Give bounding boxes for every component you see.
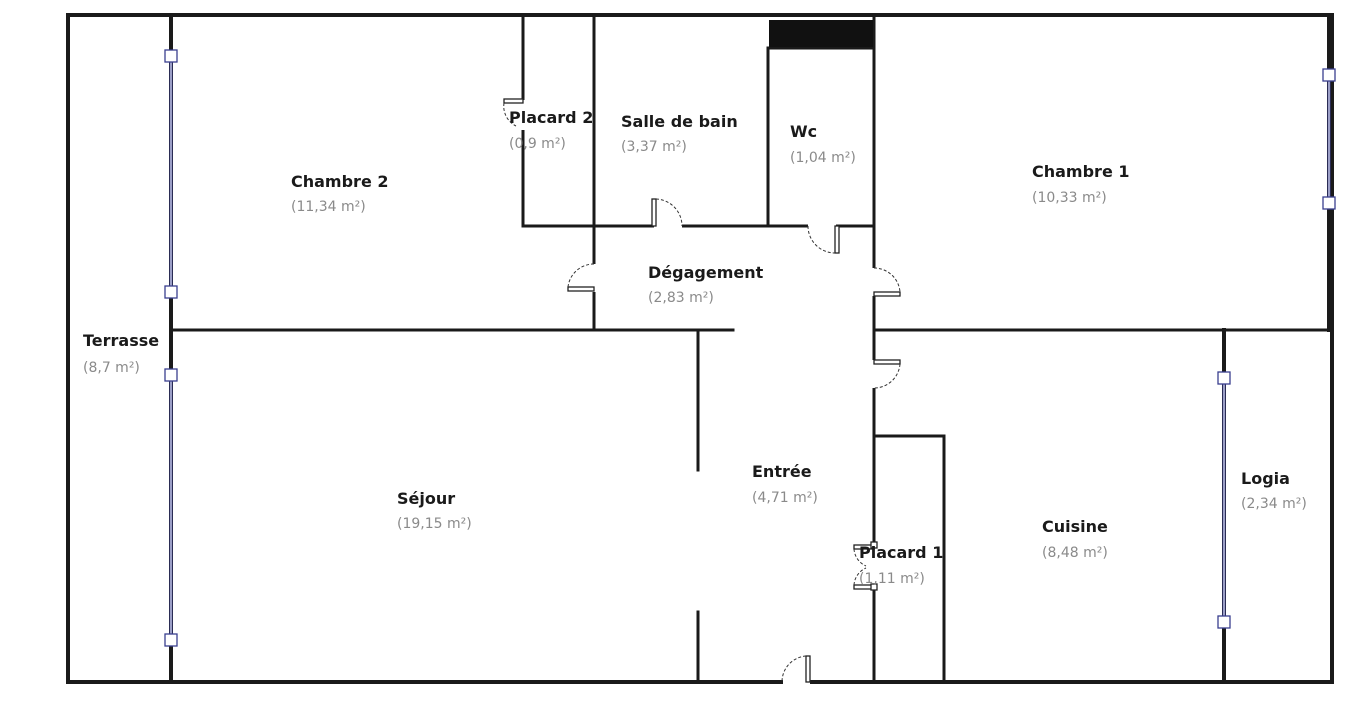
svg-text:(2,34 m²): (2,34 m²) — [1241, 496, 1307, 512]
svg-text:(8,48 m²): (8,48 m²) — [1042, 545, 1108, 561]
room-label-salle-de-bain: Salle de bain (3,37 m²) — [621, 112, 738, 155]
svg-text:(8,7 m²): (8,7 m²) — [83, 360, 140, 376]
svg-text:(11,34 m²): (11,34 m²) — [291, 199, 366, 215]
door-cuisine — [871, 359, 901, 389]
door-chambre-1 — [871, 267, 901, 297]
svg-text:(1,04 m²): (1,04 m²) — [790, 150, 856, 166]
svg-text:Chambre 2: Chambre 2 — [291, 172, 389, 191]
door-placard-2 — [503, 98, 526, 130]
room-label-wc: Wc (1,04 m²) — [790, 122, 856, 166]
room-label-chambre-2: Chambre 2 (11,34 m²) — [291, 172, 389, 215]
window-left-upper — [164, 49, 178, 299]
svg-text:Cuisine: Cuisine — [1042, 517, 1108, 536]
room-label-placard-2: Placard 2 (0,9 m²) — [509, 108, 593, 152]
door-placard-1 — [853, 541, 878, 591]
door-wc — [807, 223, 840, 254]
svg-text:(10,33 m²): (10,33 m²) — [1032, 190, 1107, 206]
svg-text:(3,37 m²): (3,37 m²) — [621, 139, 687, 155]
svg-text:(2,83 m²): (2,83 m²) — [648, 290, 714, 306]
room-label-chambre-1: Chambre 1 (10,33 m²) — [1032, 162, 1130, 206]
room-label-degagement: Dégagement (2,83 m²) — [648, 263, 764, 306]
svg-text:(1,11 m²): (1,11 m²) — [859, 571, 925, 587]
svg-text:Placard 2: Placard 2 — [509, 108, 593, 127]
door-chambre-2 — [567, 263, 597, 292]
svg-text:(4,71 m²): (4,71 m²) — [752, 490, 818, 506]
svg-text:Placard 1: Placard 1 — [859, 543, 943, 562]
room-label-placard-1: Placard 1 (1,11 m²) — [859, 543, 943, 587]
svg-text:Séjour: Séjour — [397, 489, 455, 508]
svg-text:Dégagement: Dégagement — [648, 263, 764, 282]
room-label-cuisine: Cuisine (8,48 m²) — [1042, 517, 1108, 561]
svg-text:Salle de bain: Salle de bain — [621, 112, 738, 131]
door-salle-de-bain — [651, 198, 683, 229]
svg-text:Chambre 1: Chambre 1 — [1032, 162, 1130, 181]
room-label-sejour: Séjour (19,15 m²) — [397, 489, 472, 532]
svg-text:(0,9 m²): (0,9 m²) — [509, 136, 566, 152]
ventilation-block — [769, 20, 873, 47]
svg-text:Entrée: Entrée — [752, 462, 812, 481]
window-left-lower — [164, 368, 178, 647]
window-chambre-1 — [1322, 68, 1336, 210]
svg-text:Terrasse: Terrasse — [83, 331, 159, 350]
window-cuisine — [1217, 371, 1231, 629]
room-label-logia: Logia (2,34 m²) — [1241, 469, 1307, 512]
svg-text:Logia: Logia — [1241, 469, 1290, 488]
svg-text:Wc: Wc — [790, 122, 817, 141]
room-label-terrasse: Terrasse (8,7 m²) — [83, 331, 159, 376]
svg-text:(19,15 m²): (19,15 m²) — [397, 516, 472, 532]
door-entree — [781, 655, 811, 685]
room-label-entree: Entrée (4,71 m²) — [752, 462, 818, 506]
